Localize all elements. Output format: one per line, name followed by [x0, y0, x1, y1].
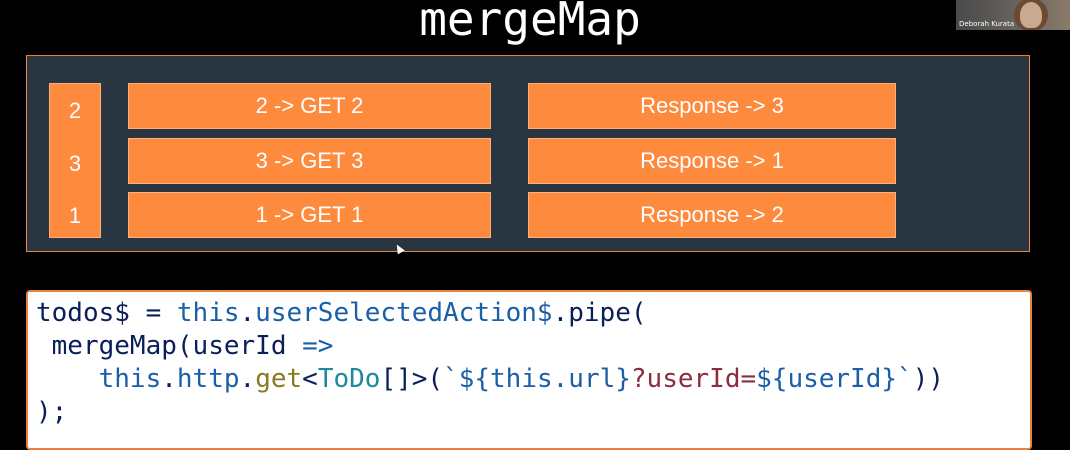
code-token: this	[98, 364, 162, 394]
code-token: get	[255, 364, 303, 394]
video-background	[956, 0, 1070, 30]
code-token: `${this.url}	[443, 364, 631, 394]
stack-item: 1	[68, 203, 82, 228]
code-block: todos$ = this.userSelectedAction$.pipe( …	[26, 290, 1032, 450]
response-box: Response -> 1	[528, 138, 896, 184]
code-token: ToDo	[317, 364, 381, 394]
code-token: userId	[192, 331, 287, 361]
request-box: 1 -> GET 1	[128, 192, 491, 238]
code-token: .	[239, 298, 256, 328]
code-line: this.http.get<ToDo[]>(`${this.url}?userI…	[36, 363, 1030, 396]
code-line: mergeMap(userId =>	[36, 330, 1030, 363]
code-token: .pipe(	[552, 298, 647, 328]
code-token: userSelectedAction$	[255, 298, 553, 328]
code-token: []>(	[380, 364, 444, 394]
code-token: ))	[912, 364, 944, 394]
participant-name: Deborah Kurata	[959, 20, 1015, 28]
code-token: ?userId=	[630, 364, 757, 394]
response-box: Response -> 2	[528, 192, 896, 238]
code-token: );	[36, 397, 68, 427]
code-line: );	[36, 396, 1030, 429]
code-token: mergeMap(	[36, 331, 193, 361]
code-token: ${userId}`	[756, 364, 913, 394]
code-token: .	[161, 364, 177, 394]
mergemap-diagram: 2 3 1 2 -> GET 2 3 -> GET 3 1 -> GET 1 R…	[26, 55, 1030, 252]
code-token: http	[176, 364, 240, 394]
code-token: =>	[286, 331, 334, 361]
stack-item: 3	[68, 151, 82, 176]
request-box: 3 -> GET 3	[128, 138, 491, 184]
code-token: .	[239, 364, 256, 394]
slide-title: mergeMap	[419, 0, 641, 46]
response-box: Response -> 3	[528, 83, 896, 129]
code-token: =	[129, 298, 177, 328]
code-token: <	[302, 364, 318, 394]
code-token: this	[176, 298, 240, 328]
request-stack: 2 3 1	[49, 83, 101, 238]
request-box: 2 -> GET 2	[128, 83, 491, 129]
code-token: todos$	[36, 298, 130, 328]
code-token	[36, 364, 99, 394]
code-line: todos$ = this.userSelectedAction$.pipe(	[36, 297, 1030, 330]
stack-item: 2	[68, 98, 82, 123]
participant-face	[1020, 2, 1042, 28]
participant-video: Deborah Kurata	[956, 0, 1070, 30]
